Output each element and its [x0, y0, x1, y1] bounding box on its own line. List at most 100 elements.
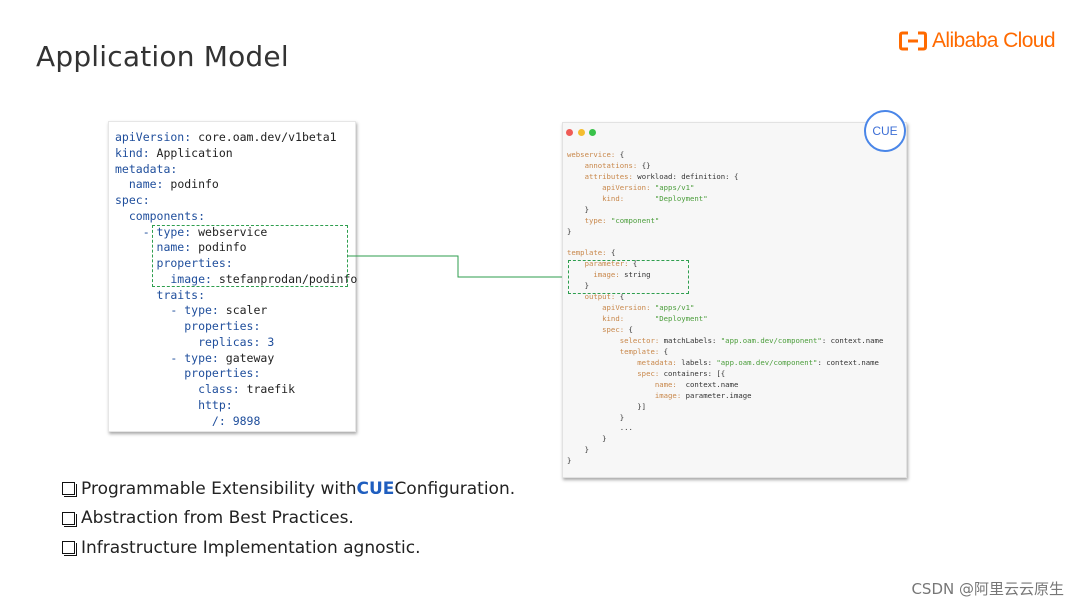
cue-token: }]: [567, 401, 647, 411]
cue-line: metadata: labels: "app.oam.dev/component…: [567, 358, 883, 369]
cue-token: }: [567, 445, 589, 455]
cue-line: attributes: workload: definition: {: [567, 172, 883, 183]
cue-badge: CUE: [864, 110, 906, 152]
cue-token: string: [624, 270, 651, 280]
cue-token: attributes:: [567, 171, 638, 181]
yaml-line: http:: [115, 398, 357, 414]
yaml-token: - type:: [115, 350, 226, 365]
yaml-line: image: stefanprodan/podinfo: [115, 272, 357, 288]
cue-line: }]: [567, 402, 883, 413]
cue-token: template:: [567, 346, 664, 356]
cue-token: labels:: [681, 357, 717, 367]
yaml-token: traefik: [246, 382, 296, 396]
yaml-token: core.oam.dev/v1beta1: [198, 130, 337, 144]
yaml-token: 3: [267, 334, 275, 349]
yaml-line: - type: gateway: [115, 351, 357, 367]
yaml-line: apiVersion: core.oam.dev/v1beta1: [115, 130, 357, 146]
yaml-line: kind: Application: [115, 146, 357, 162]
yaml-line: name: podinfo: [115, 177, 357, 193]
cue-token: {: [610, 248, 616, 258]
cue-line: }: [567, 227, 883, 238]
cue-token: }: [567, 456, 572, 466]
cue-token: apiVersion:: [567, 303, 655, 313]
yaml-token: name:: [115, 240, 199, 255]
cue-line: type: "component": [567, 216, 883, 227]
window-minimize-dot-icon: [578, 129, 585, 136]
checkbox-bullet-icon: [62, 511, 77, 527]
cue-line: template: {: [567, 347, 883, 358]
cue-line: }: [567, 413, 883, 424]
cue-line: webservice: {: [567, 150, 883, 161]
slide-title: Application Model: [36, 40, 289, 73]
cue-token: output:: [567, 292, 620, 302]
cue-line: apiVersion: "apps/v1": [567, 183, 883, 194]
cue-line: apiVersion: "apps/v1": [567, 303, 883, 314]
yaml-token: metadata:: [115, 161, 178, 176]
cue-line: template: {: [567, 248, 883, 259]
cue-line: kind: "Deployment": [567, 194, 883, 205]
yaml-token: Application: [156, 145, 233, 160]
cue-token: }: [567, 226, 572, 236]
bullet-text: Infrastructure Implementation agnostic.: [81, 537, 421, 558]
yaml-token: podinfo: [170, 177, 219, 192]
cue-token: }: [567, 412, 625, 422]
cue-token: }: [567, 434, 607, 444]
cue-token: }: [567, 204, 589, 214]
yaml-token: spec:: [115, 193, 150, 207]
cue-token: matchLabels:: [663, 335, 721, 345]
yaml-line: name: podinfo: [115, 240, 357, 256]
yaml-token: podinfo: [198, 240, 247, 255]
cue-line: }: [567, 456, 883, 467]
cue-token: "component": [610, 215, 660, 225]
yaml-token: stefanprodan/podinfo: [218, 271, 358, 286]
yaml-line: properties:: [115, 366, 357, 382]
yaml-token: scaler: [225, 303, 268, 318]
cue-line: spec: {: [567, 325, 883, 336]
cue-token: parameter:: [567, 259, 633, 269]
yaml-token: kind:: [115, 145, 157, 160]
cue-token: type:: [567, 215, 611, 225]
yaml-line: metadata:: [115, 162, 357, 178]
yaml-line: properties:: [115, 256, 357, 272]
alibaba-cloud-logo: Alibaba Cloud: [899, 28, 1056, 54]
yaml-line: - type: scaler: [115, 303, 357, 319]
yaml-token: properties:: [115, 256, 233, 270]
cue-token: template:: [567, 248, 611, 258]
cue-token: annotations:: [567, 160, 642, 170]
cue-token: kind:: [567, 193, 655, 203]
cue-line: [567, 238, 883, 249]
cue-token: spec:: [567, 325, 629, 334]
cue-token: image:: [567, 390, 686, 400]
yaml-token: class:: [115, 382, 247, 396]
cue-line: name: context.name: [567, 380, 883, 391]
yaml-line: /: 9898: [115, 414, 357, 430]
cue-line: parameter: {: [567, 259, 883, 270]
cue-token: workload: definition: {: [637, 171, 739, 181]
bullet-text: Programmable Extensibility with: [81, 478, 357, 499]
yaml-line: properties:: [115, 319, 357, 335]
yaml-line: traits:: [115, 288, 357, 304]
cue-line: selector: matchLabels: "app.oam.dev/comp…: [567, 335, 884, 347]
cue-token: parameter.image: [685, 390, 752, 400]
yaml-token: properties:: [115, 366, 261, 381]
bullet-text: Configuration.: [394, 478, 516, 499]
cue-token: spec:: [567, 368, 664, 378]
cue-line: annotations: {}: [567, 161, 883, 172]
logo-text: Alibaba Cloud: [932, 29, 1056, 52]
bullet-text: Abstraction from Best Practices.: [81, 508, 354, 529]
cue-line: ...: [567, 423, 883, 434]
cue-token: {: [628, 325, 633, 334]
checkbox-bullet-icon: [62, 482, 77, 498]
cue-line: kind: "Deployment": [567, 314, 883, 325]
yaml-line: - type: webservice: [115, 225, 357, 241]
yaml-token: components:: [115, 208, 206, 223]
yaml-token: 9898: [232, 413, 261, 428]
checkbox-bullet-icon: [62, 541, 77, 557]
yaml-token: replicas:: [115, 334, 268, 349]
cue-token: : context.name: [821, 335, 884, 345]
alibaba-cloud-logo-icon: [899, 31, 927, 51]
cue-token: {: [632, 259, 638, 269]
cue-token: kind:: [567, 314, 655, 324]
